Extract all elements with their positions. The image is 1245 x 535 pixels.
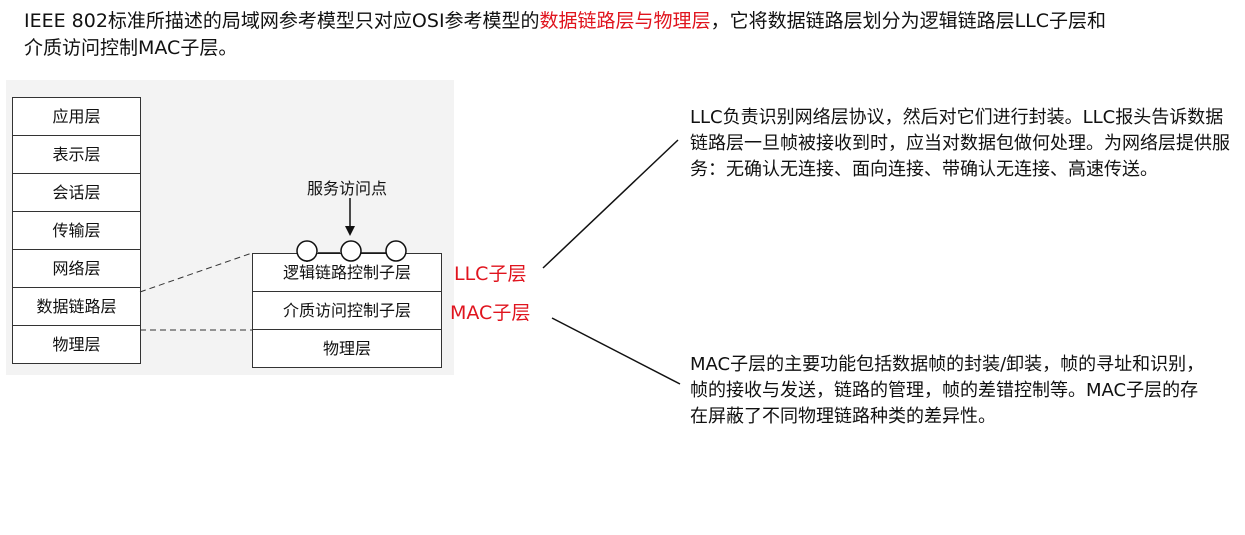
intro-text: IEEE 802标准所描述的局域网参考模型只对应OSI参考模型的数据链路层与物理…: [24, 8, 1124, 62]
llc-note: LLC负责识别网络层协议，然后对它们进行封装。LLC报头告诉数据链路层一旦帧被接…: [690, 107, 1230, 180]
sap-arrow-head: [345, 226, 355, 236]
dashed-mapping-top: [139, 252, 253, 293]
intro-part2: ，它将数据链路层划分为逻辑链路层LLC子层和介质访问控制MAC子层。: [24, 10, 1107, 59]
osi-layer-transport: 传输层: [13, 212, 140, 250]
ieee-layer-mac: 介质访问控制子层: [253, 292, 441, 330]
sap-circle-2: [340, 240, 362, 262]
mac-callout-line: [551, 317, 681, 385]
osi-layer-application: 应用层: [13, 98, 140, 136]
osi-layer-datalink: 数据链路层: [13, 288, 140, 326]
ieee-layer-llc: 逻辑链路控制子层: [253, 254, 441, 292]
osi-model-stack: 应用层 表示层 会话层 传输层 网络层 数据链路层 物理层: [12, 97, 141, 364]
llc-sublayer-label: LLC子层: [454, 263, 527, 285]
intro-part1: IEEE 802标准所描述的局域网参考模型只对应OSI参考模型的: [24, 10, 540, 32]
osi-layer-network: 网络层: [13, 250, 140, 288]
sap-label: 服务访问点: [307, 179, 388, 198]
mac-sublayer-label: MAC子层: [450, 302, 531, 324]
mac-note: MAC子层的主要功能包括数据帧的封装/卸装，帧的寻址和识别，帧的接收与发送，链路…: [690, 354, 1205, 427]
ieee-layer-physical: 物理层: [322, 339, 371, 358]
sap-circle-1: [296, 240, 318, 262]
sap-circle-3: [385, 240, 407, 262]
osi-layer-physical: 物理层: [52, 335, 101, 354]
llc-callout-line: [542, 139, 679, 269]
intro-highlight: 数据链路层与物理层: [539, 10, 711, 32]
osi-layer-presentation: 表示层: [13, 136, 140, 174]
ieee802-stack: 逻辑链路控制子层 介质访问控制子层 物理层: [252, 253, 442, 368]
osi-layer-session: 会话层: [13, 174, 140, 212]
